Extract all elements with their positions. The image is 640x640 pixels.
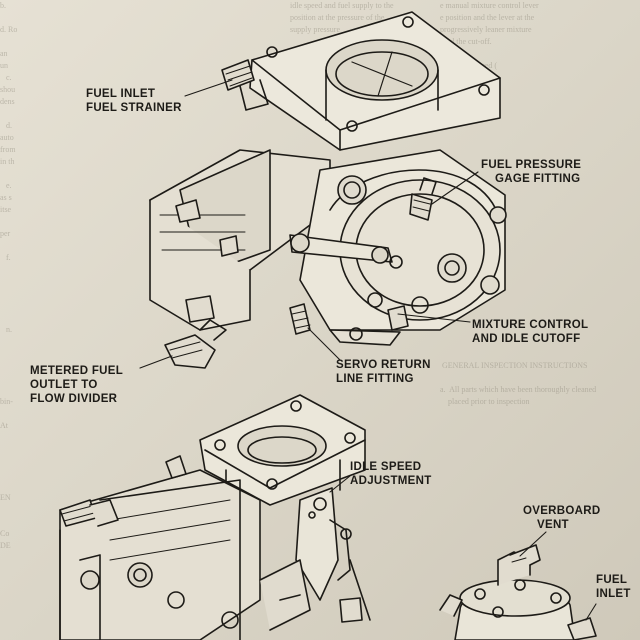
- label-overboard-vent: OVERBOARD VENT: [523, 505, 601, 531]
- label-idle-speed-adjustment: IDLE SPEED ADJUSTMENT: [350, 461, 432, 487]
- label-fuel-pressure-gage-fitting: FUEL PRESSURE GAGE FITTING: [481, 159, 582, 185]
- label-fuel-inlet-strainer: FUEL INLET FUEL STRAINER: [86, 88, 182, 114]
- lower-servo-unit: [59, 394, 597, 640]
- leader-lines: [139, 79, 597, 621]
- upper-servo-unit: [149, 11, 507, 369]
- label-mixture-control-idle-cutoff: MIXTURE CONTROL AND IDLE CUTOFF: [472, 319, 589, 345]
- label-metered-fuel-outlet: METERED FUEL OUTLET TO FLOW DIVIDER: [30, 365, 124, 405]
- label-fuel-inlet: FUEL INLET: [596, 574, 631, 600]
- background-text-left: b. d. Ro an un c. shou dens d. auto from…: [0, 1, 18, 550]
- background-text-top: idle speed and fuel supply to the positi…: [290, 1, 394, 34]
- label-servo-return-line-fitting: SERVO RETURN LINE FITTING: [336, 359, 431, 385]
